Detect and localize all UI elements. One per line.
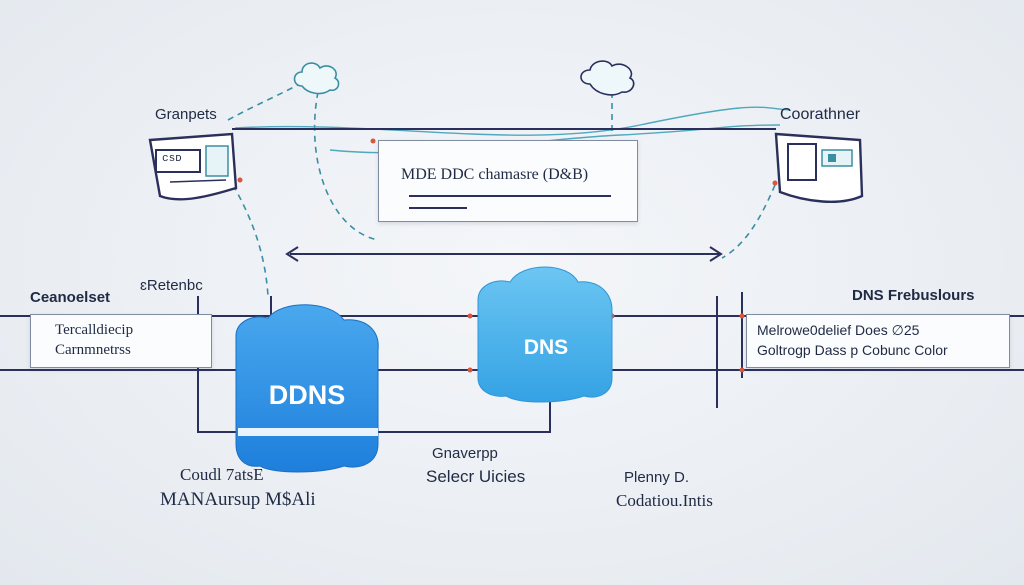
right-info-box: Melrowe0delief Does ∅25 Goltrogp Dass p … xyxy=(746,314,1010,368)
right-box-line-1: Melrowe0delief Does ∅25 xyxy=(757,322,920,338)
dashed-link-cloud-to-panel xyxy=(313,91,379,241)
computer-icon-right xyxy=(774,132,864,203)
right-group-heading: DNS Frebuslours xyxy=(852,287,975,304)
accent-dot xyxy=(739,313,745,319)
computer-icon-left xyxy=(148,132,238,201)
cloud-node-dns xyxy=(477,266,613,403)
accent-dot xyxy=(739,367,745,373)
accent-dot xyxy=(370,138,376,144)
ddns-cloud-label: DDNS xyxy=(269,380,346,410)
left-group-heading: Ceanoelset xyxy=(30,289,111,306)
panel-underline xyxy=(409,195,611,197)
center-arrow-head-left xyxy=(285,246,299,262)
cloud-icon-sketch-right xyxy=(580,60,635,96)
left-info-box: Tercalldiecip Carnmnetrss xyxy=(30,314,212,368)
bottom-left-label-1: Coudl 7atsE xyxy=(180,465,264,484)
accent-dot xyxy=(772,180,778,186)
accent-dot xyxy=(467,367,473,373)
dashed-link-left-drop xyxy=(232,184,269,297)
accent-dot xyxy=(237,177,243,183)
left-box-line-2: Carnmnetrss xyxy=(55,342,131,358)
accent-dot xyxy=(467,313,473,319)
dashed-link-left-computer-to-cloud xyxy=(227,81,304,121)
bottom-left-label-2: MANAursup M$Ali xyxy=(160,489,316,510)
bottom-right-label-2: Codatiou.Intis xyxy=(616,491,713,510)
bottom-center-label-2: Selecr Uicies xyxy=(426,467,526,486)
right-box-line-2: Goltrogp Dass p Cobunc Color xyxy=(757,342,948,358)
panel-short-line xyxy=(409,207,467,209)
cloud-icon-sketch-left xyxy=(293,62,340,95)
dashed-connectors xyxy=(227,81,776,297)
wave-line-top xyxy=(234,106,791,136)
dashed-link-right-computer xyxy=(721,184,776,259)
center-arrow-head-right xyxy=(709,246,723,262)
left-computer-screen-text: ᴄsᴅ xyxy=(162,153,182,165)
left-group-subheading: ɛRetenbc xyxy=(140,277,203,294)
panel-title: MDE DDC chamasre (D&B) xyxy=(401,166,589,183)
bottom-center-label-1: Gnaverpp xyxy=(432,445,498,462)
dns-cloud-label: DNS xyxy=(524,336,568,359)
center-info-panel: MDE DDC chamasre (D&B) xyxy=(378,140,638,222)
right-computer-label: Coorathner xyxy=(780,106,861,123)
left-computer-label: Granpets xyxy=(155,106,217,123)
cloud-node-ddns xyxy=(235,304,379,473)
left-box-line-1: Tercalldiecip xyxy=(55,322,134,338)
bottom-right-label-1: Plenny D. xyxy=(624,469,690,486)
